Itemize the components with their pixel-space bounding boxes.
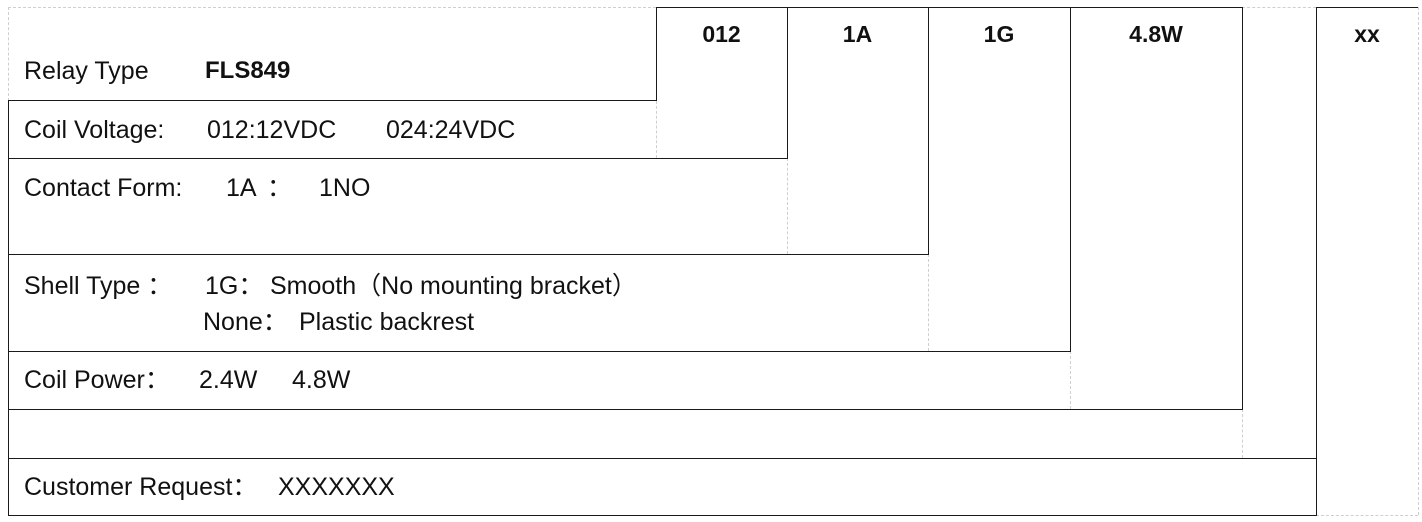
coil-power-bottom-line xyxy=(8,409,1242,410)
shell-type-option-1g-code: 1G： xyxy=(205,272,264,300)
code-column-guide-1a xyxy=(787,158,788,254)
shell-type-bottom-line xyxy=(8,351,1070,352)
code-customer-top-line xyxy=(1316,7,1418,8)
customer-request-label: Customer Request： xyxy=(24,473,258,501)
coil-power-option-2-4w: 2.4W xyxy=(199,366,258,394)
contact-form-code: 1A xyxy=(226,174,257,202)
left-border-line xyxy=(8,100,9,516)
outer-left-guide-upper xyxy=(8,7,9,101)
code-1a-top-line xyxy=(787,7,928,8)
code-4-8w-top-line xyxy=(1070,7,1242,8)
code-012-left-line xyxy=(656,7,657,101)
coil-voltage-label: Coil Voltage: xyxy=(24,116,165,144)
relay-type-label: Relay Type xyxy=(24,57,149,85)
relay-type-bottom-line xyxy=(8,100,656,101)
customer-request-right-line xyxy=(1316,458,1317,516)
outer-top-guide xyxy=(8,7,656,8)
shell-type-option-1g-text: Smooth（No mounting bracket） xyxy=(270,272,637,300)
outer-right-guide xyxy=(1418,7,1419,515)
power-code-heading: 4.8W xyxy=(1129,21,1183,47)
coil-power-option-4-8w: 4.8W xyxy=(292,366,351,394)
code-012-top-line xyxy=(656,7,787,8)
customer-request-bottom-line xyxy=(8,515,1316,516)
coil-voltage-bottom-line xyxy=(8,158,787,159)
coil-power-label: Coil Power： xyxy=(24,366,170,394)
code-4-8w-left-line xyxy=(1070,7,1071,352)
shell-type-option-none-text: Plastic backrest xyxy=(299,308,475,336)
contact-form-bottom-line xyxy=(8,254,928,255)
code-blank-left-line xyxy=(1242,7,1243,410)
coil-voltage-option-24vdc: 024:24VDC xyxy=(386,116,516,144)
shell-type-label: Shell Type ： xyxy=(24,272,173,300)
relay-type-value: FLS849 xyxy=(205,57,291,84)
blank-row-bottom-line xyxy=(8,458,1316,459)
customer-request-value: XXXXXXX xyxy=(278,473,395,501)
code-1g-left-line xyxy=(928,7,929,255)
code-column-guide-012 xyxy=(656,101,657,158)
code-top-guide-blank xyxy=(1242,7,1316,8)
shell-type-option-none-code: None： xyxy=(203,308,288,336)
code-1a-left-line xyxy=(787,7,788,159)
contact-code-heading: 1A xyxy=(842,21,873,47)
customer-code-heading: xx xyxy=(1354,21,1380,47)
contact-form-label: Contact Form: xyxy=(24,174,183,202)
contact-form-value: 1NO xyxy=(319,174,371,202)
shell-code-heading: 1G xyxy=(983,21,1015,47)
voltage-code-heading: 012 xyxy=(702,21,741,47)
code-1g-top-line xyxy=(928,7,1070,8)
outer-bottom-guide xyxy=(1316,515,1418,516)
coil-voltage-option-12vdc: 012:12VDC xyxy=(207,116,337,144)
code-customer-left-line xyxy=(1316,7,1317,459)
code-column-guide-1g xyxy=(928,254,929,351)
code-column-guide-4-8w xyxy=(1070,351,1071,409)
code-column-guide-blank xyxy=(1242,409,1243,458)
contact-form-separator: ： xyxy=(267,174,293,202)
